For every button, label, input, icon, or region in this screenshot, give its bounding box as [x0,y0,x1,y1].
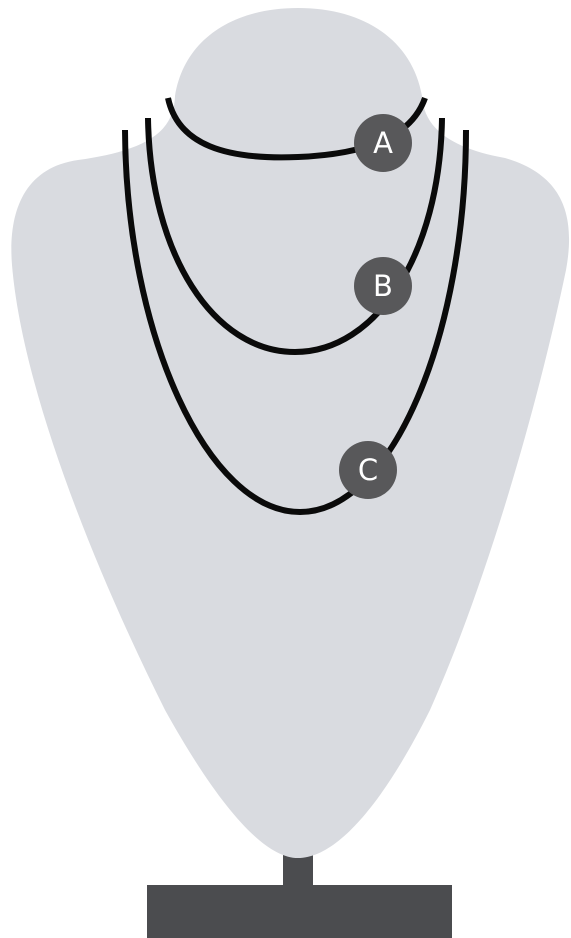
necklace-a-marker: A [354,114,412,172]
necklace-b-label: B [373,269,393,303]
necklace-a-label: A [373,126,393,160]
necklace-c-marker: C [339,441,397,499]
necklace-b-marker: B [354,257,412,315]
display-stand-base [147,885,452,938]
necklace-c-label: C [358,453,378,487]
bust-silhouette [11,8,569,858]
